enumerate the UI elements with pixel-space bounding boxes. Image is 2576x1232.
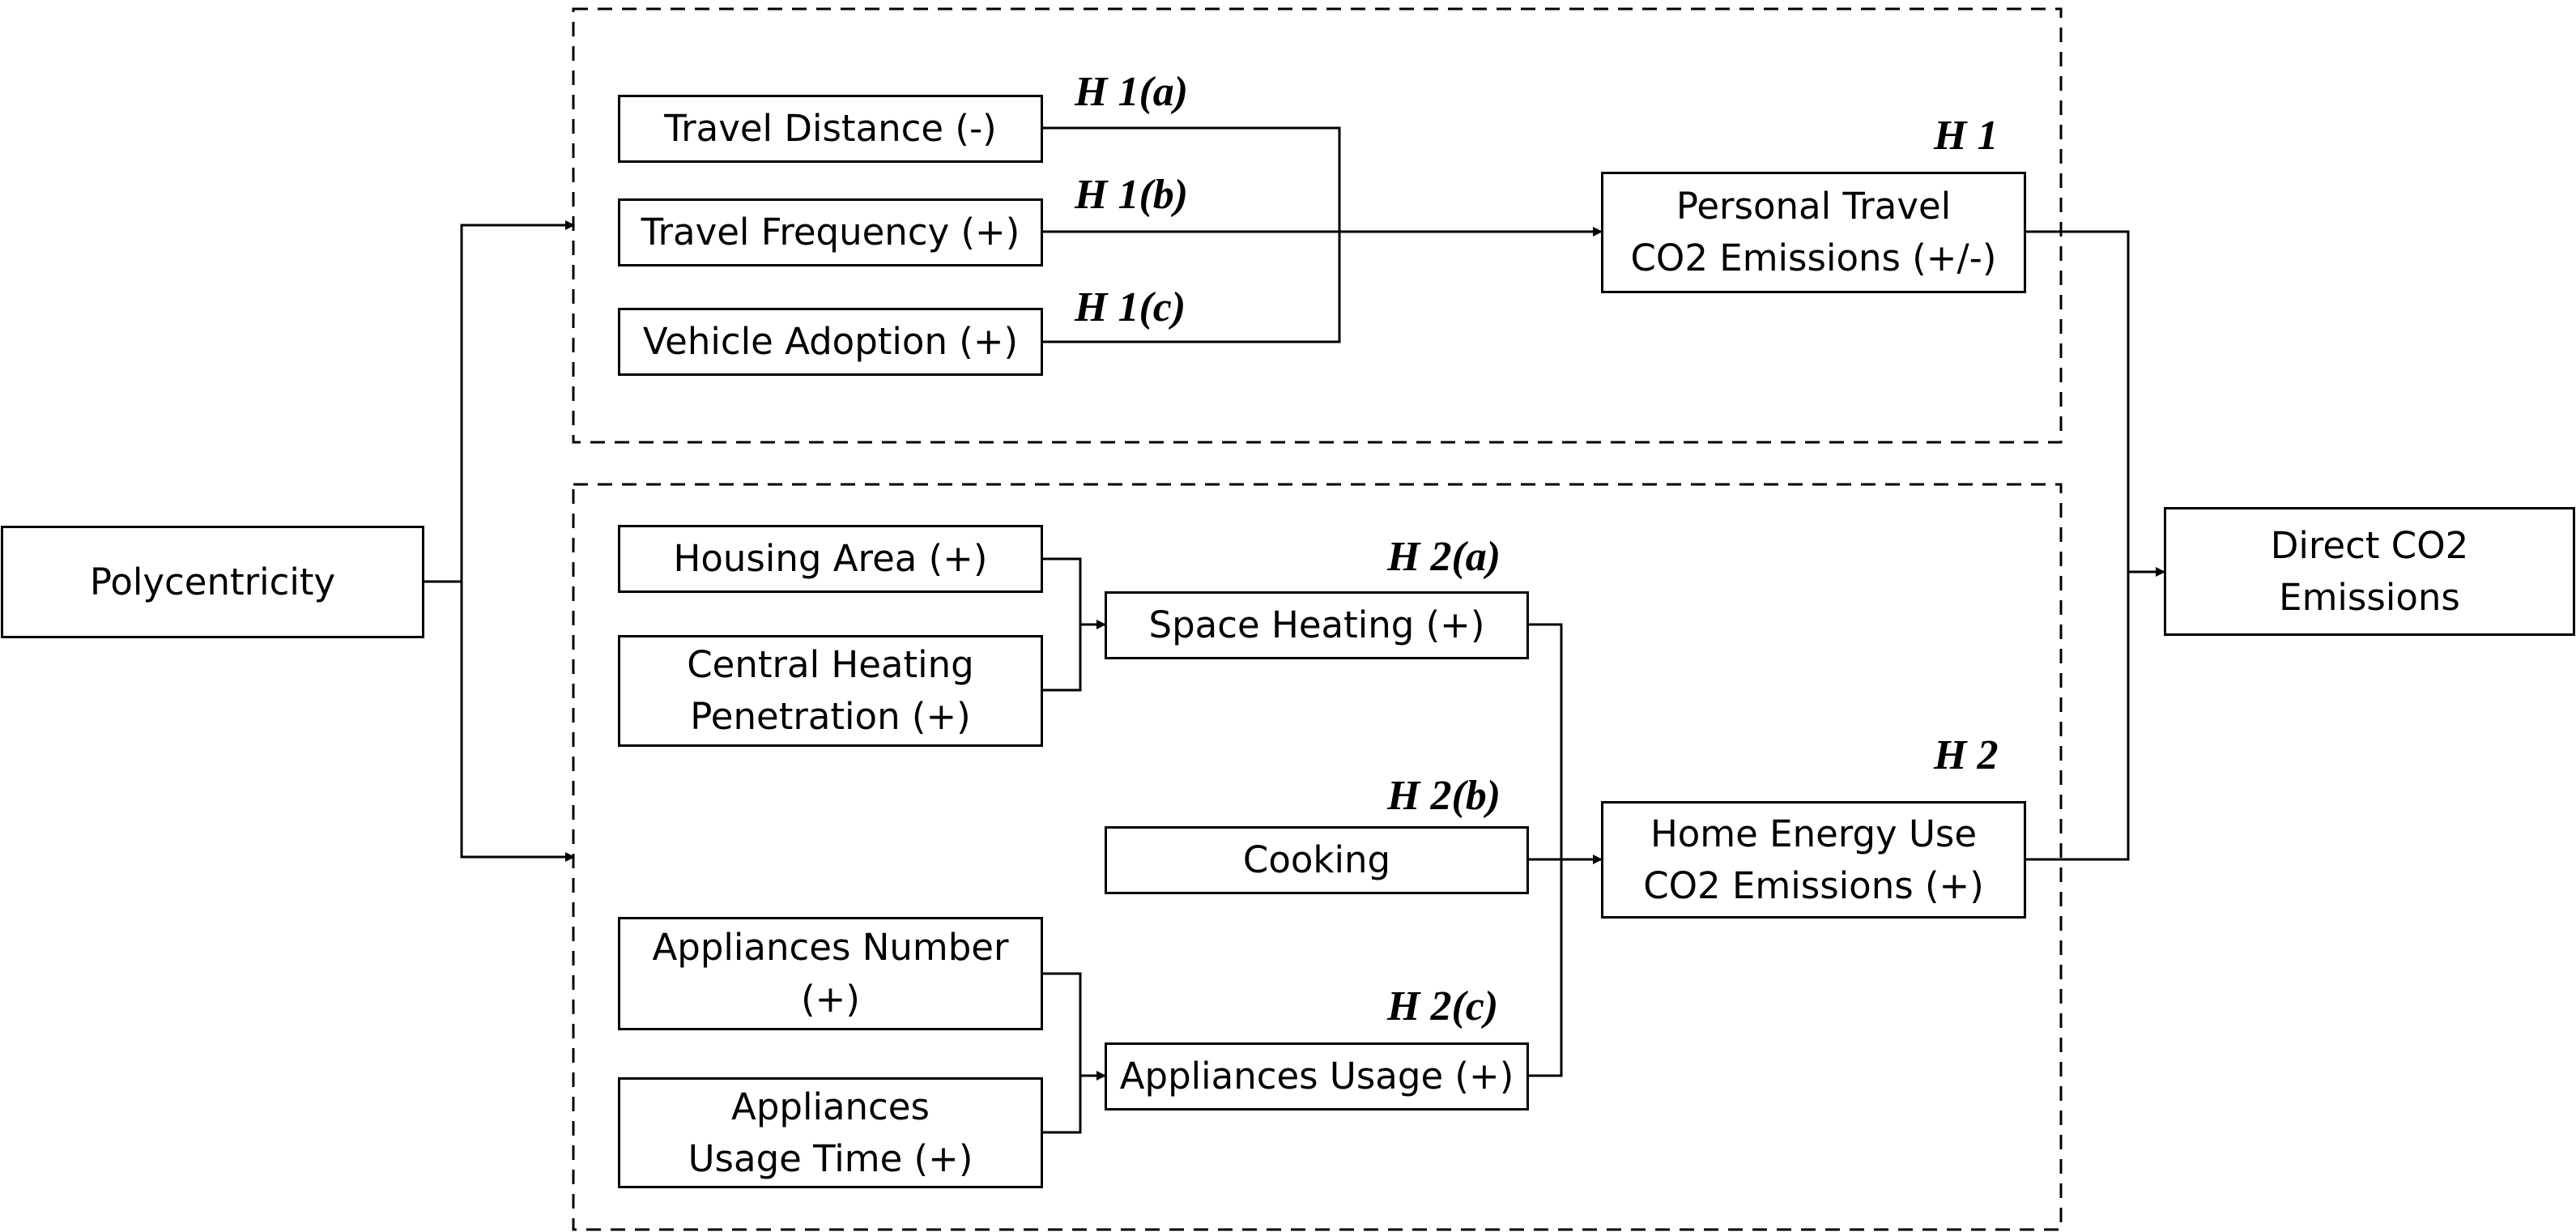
central-heating-node: Central Heating Penetration (+): [618, 635, 1043, 747]
home-energy-node: Home Energy Use CO2 Emissions (+): [1601, 801, 2026, 919]
home-energy-label-line1: Home Energy Use: [1650, 812, 1978, 855]
personal-travel-output-connector: [2026, 230, 2130, 861]
hypothesis-h2-label: H 2: [1934, 732, 1999, 778]
appliances-usage-node: Appliances Usage (+): [1105, 1042, 1529, 1111]
cooking-node: Cooking: [1105, 826, 1529, 894]
appliances-number-label-line2: (+): [801, 978, 860, 1021]
home-energy-label-line2: CO2 Emissions (+): [1643, 863, 1984, 907]
personal-travel-label-line1: Personal Travel: [1675, 185, 1952, 228]
travel-frequency-label: Travel Frequency (+): [641, 211, 1020, 254]
housing-area-label: Housing Area (+): [673, 537, 988, 580]
direct-co2-label-line1: Direct CO2: [2270, 523, 2469, 567]
polycentricity-to-travel-arrow: [460, 220, 575, 582]
hypothesis-h1c-label: H 1(c): [1075, 284, 1186, 330]
vehicle-adoption-label: Vehicle Adoption (+): [642, 320, 1019, 363]
polycentricity-node: Polycentricity: [1, 526, 424, 638]
travel-frequency-node: Travel Frequency (+): [618, 198, 1043, 266]
polycentricity-to-home-arrow: [460, 582, 575, 862]
appliances-usage-time-node: Appliances Usage Time (+): [618, 1077, 1043, 1188]
vehicle-adoption-node: Vehicle Adoption (+): [618, 308, 1043, 376]
personal-travel-label-line2: CO2 Emissions (+/-): [1630, 237, 1997, 279]
direct-co2-node: Direct CO2 Emissions: [2164, 507, 2575, 636]
appliances-usage-time-label-line1: Appliances: [731, 1085, 930, 1128]
cooking-label: Cooking: [1242, 838, 1391, 881]
personal-travel-node: Personal Travel CO2 Emissions (+/-): [1601, 172, 2026, 293]
appliances-usage-time-label-line2: Usage Time (+): [688, 1136, 973, 1180]
appliances-number-node: Appliances Number (+): [618, 917, 1043, 1030]
space-heating-output-connector: [1529, 623, 1563, 1077]
hypothesis-h2b-label: H 2(b): [1387, 773, 1501, 819]
hypothesis-h1a-label: H 1(a): [1075, 69, 1189, 115]
central-heating-label-line2: Penetration (+): [690, 695, 971, 738]
central-heating-label-line1: Central Heating: [687, 643, 974, 686]
travel-distance-connector: [1043, 126, 1341, 232]
housing-area-node: Housing Area (+): [618, 525, 1043, 593]
hypothesis-h1-label: H 1: [1934, 113, 1999, 159]
hypothesis-h1b-label: H 1(b): [1075, 172, 1189, 218]
appliances-number-label-line1: Appliances Number: [652, 926, 1009, 969]
polycentricity-label: Polycentricity: [89, 560, 336, 603]
hypothesis-h2a-label: H 2(a): [1387, 534, 1501, 580]
space-heating-node: Space Heating (+): [1105, 591, 1529, 659]
appliances-inputs-connector: [1043, 972, 1082, 1134]
travel-distance-node: Travel Distance (-): [618, 95, 1043, 163]
travel-distance-label: Travel Distance (-): [664, 107, 997, 150]
vehicle-adoption-connector: [1043, 232, 1341, 343]
appliances-usage-label: Appliances Usage (+): [1119, 1055, 1514, 1098]
hypothesis-h2c-label: H 2(c): [1387, 983, 1499, 1030]
space-heating-label: Space Heating (+): [1148, 603, 1485, 646]
direct-co2-label-line2: Emissions: [2279, 575, 2460, 619]
